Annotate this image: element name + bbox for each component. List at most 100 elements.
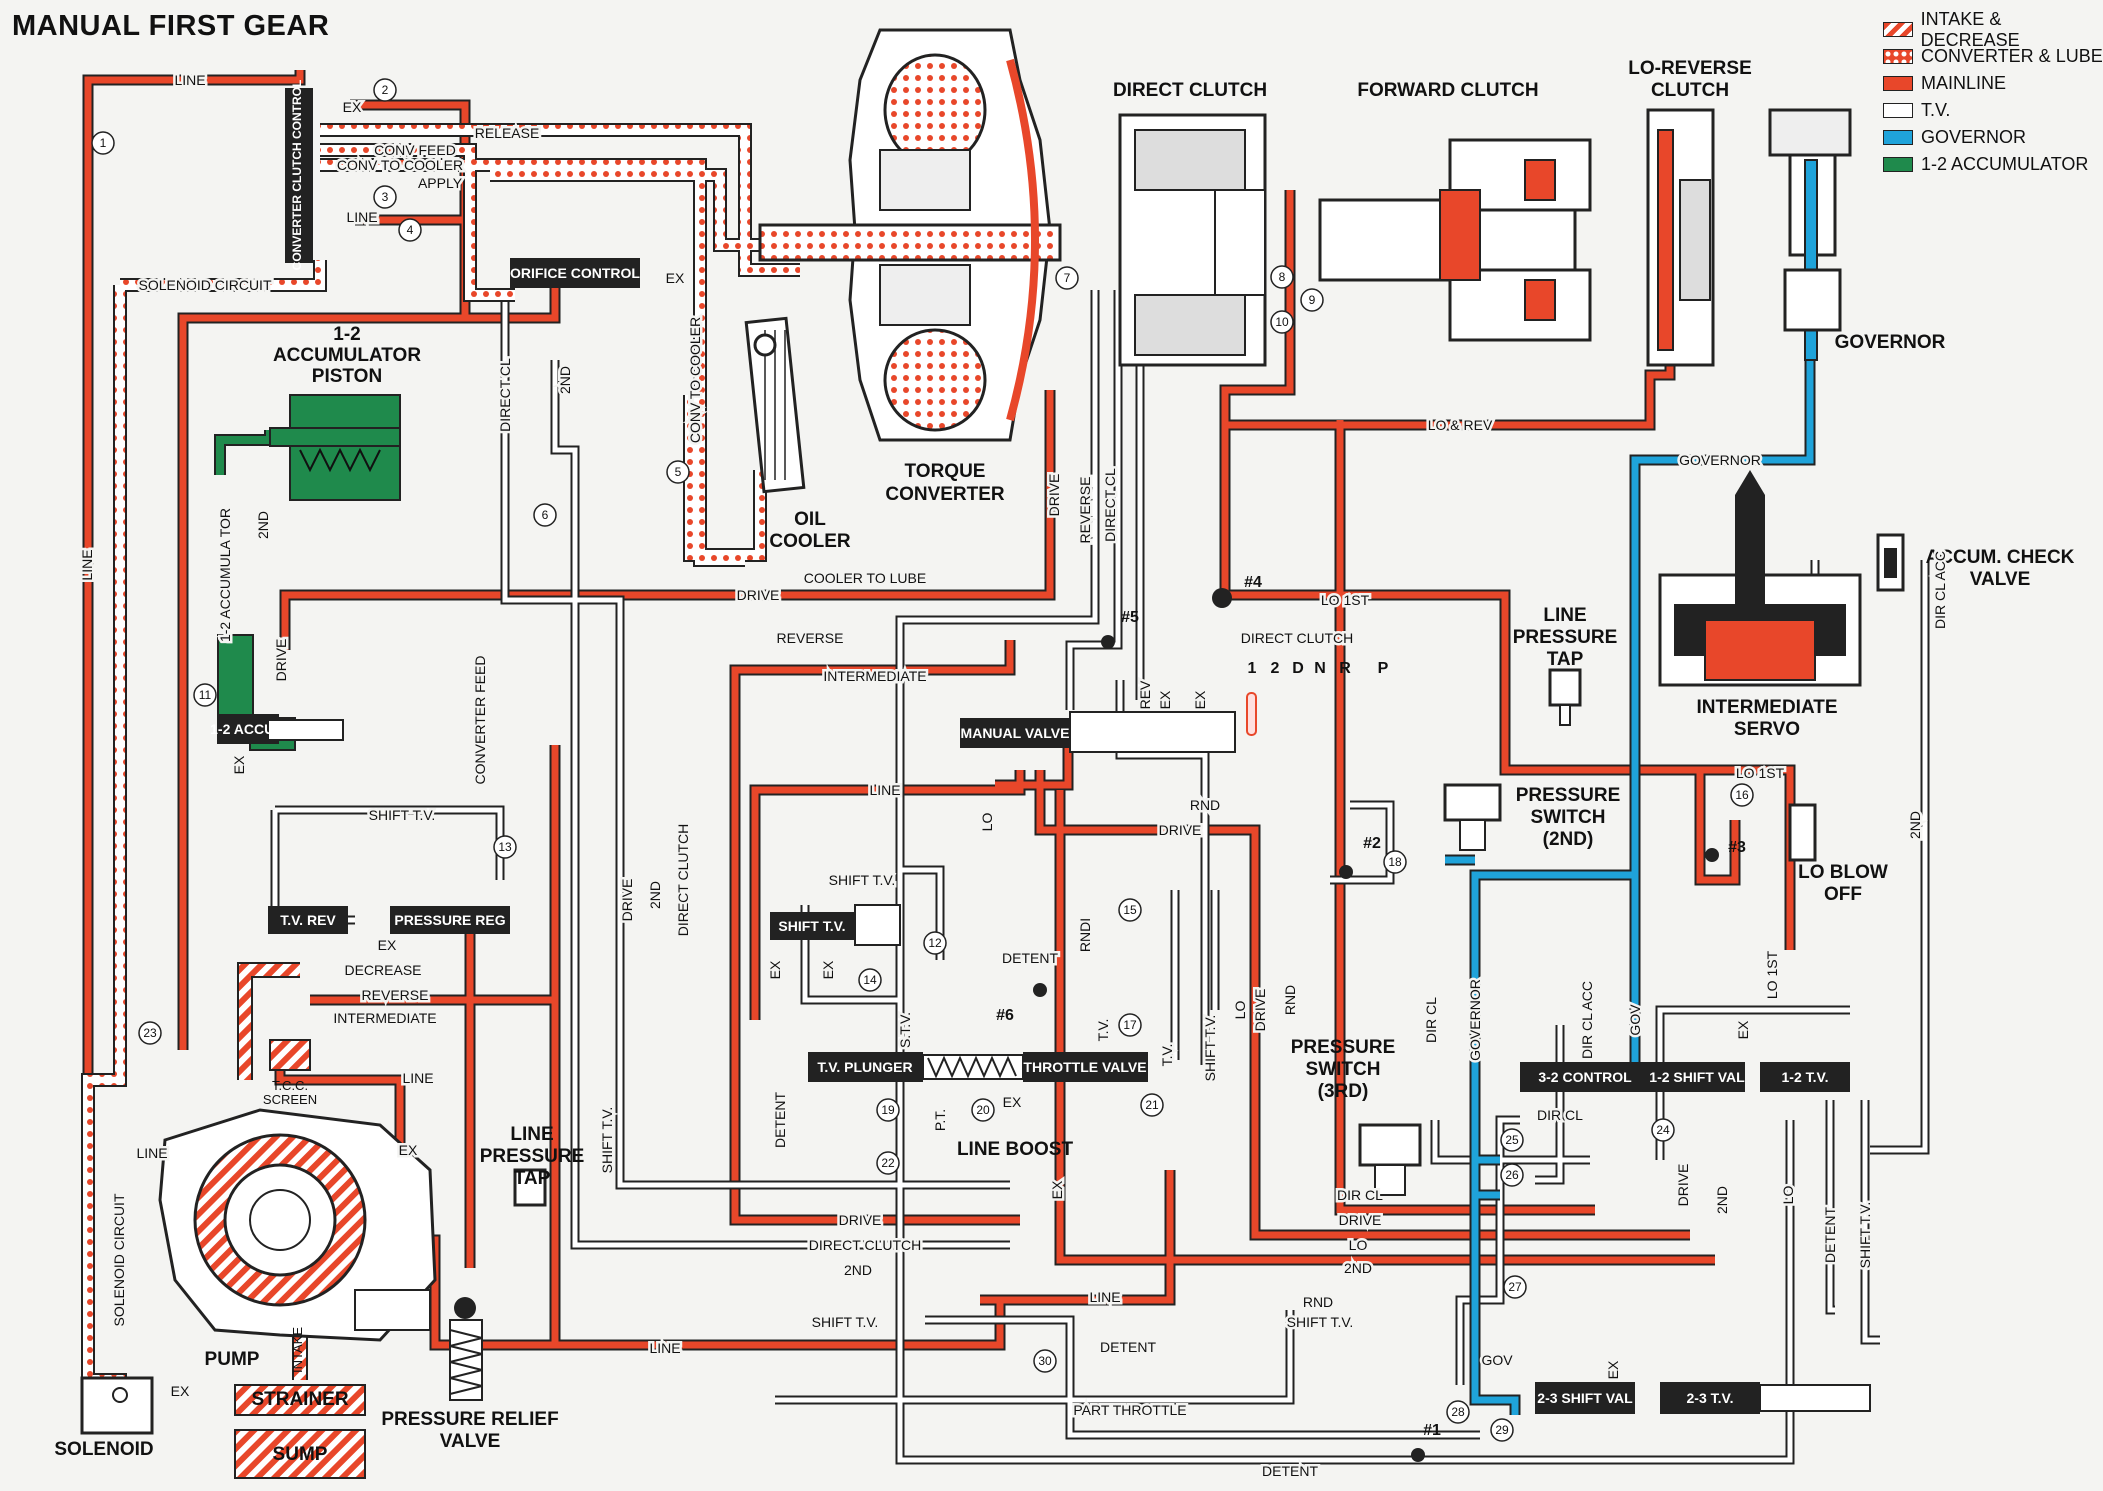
label-passage: LINE <box>402 1070 433 1086</box>
orifice-number: 3 <box>382 190 389 204</box>
forward-clutch-assembly <box>1318 138 1592 342</box>
selector-2: 2 <box>1271 660 1280 677</box>
label-shift-tv-valve: SHIFT T.V. <box>778 918 845 934</box>
label-passage: DRIVE <box>1252 989 1268 1032</box>
label-accum-check: ACCUM. CHECK <box>1926 547 2075 568</box>
label-passage: EX <box>767 960 783 979</box>
label-passage: SHIFT T.V. <box>1857 1202 1873 1269</box>
label-passage: LINE <box>1089 1289 1120 1305</box>
label-passage: INTERMEDIATE <box>333 1010 436 1026</box>
label-passage: DIR CL ACC <box>1579 981 1595 1059</box>
label-passage: DIR CL <box>1337 1187 1383 1203</box>
accumulator-piston-body <box>289 394 401 501</box>
orifice-number: 16 <box>1735 788 1749 802</box>
label-pressure-reg: PRESSURE REG <box>394 912 505 928</box>
label-passage: PART THROTTLE <box>1073 1402 1186 1418</box>
orifice-number: 28 <box>1451 1405 1465 1419</box>
label-intermediate: INTERMEDIATE <box>1696 697 1837 718</box>
label-shift-2-3: 2-3 SHIFT VAL <box>1537 1390 1633 1406</box>
selector-1: 1 <box>1248 660 1257 677</box>
label-passage: RELEASE <box>475 125 540 141</box>
label-sump: SUMP <box>273 1444 328 1465</box>
orifice-number: 5 <box>675 465 682 479</box>
legend-label: MAINLINE <box>1921 73 2007 93</box>
selector-p: P <box>1378 660 1389 677</box>
label-passage: INTERMEDIATE <box>823 668 926 684</box>
label-passage: LO 1ST <box>1764 950 1780 999</box>
label-passage: 2ND <box>844 1262 872 1278</box>
label-passage: LINE <box>346 209 377 225</box>
label-passage: DRIVE <box>839 1212 882 1228</box>
pump-assembly <box>158 1108 437 1342</box>
label-oil: OIL <box>794 509 826 530</box>
legend-label: T.V. <box>1921 100 1951 120</box>
legend-item-governor: GOVERNOR <box>1883 124 2103 151</box>
label-passage: RNDI <box>1077 918 1093 952</box>
orifice-number: 10 <box>1275 315 1289 329</box>
orifice-number: 1 <box>100 136 107 150</box>
orifice-circle <box>1730 783 1754 807</box>
label-passage: SHIFT T.V. <box>599 1107 615 1174</box>
label-passage: DIR CL <box>1423 997 1439 1043</box>
label-passage: LINE <box>649 1340 680 1356</box>
orifice-circle <box>1651 1118 1675 1142</box>
orifice-circle <box>876 1098 900 1122</box>
intermediate-servo <box>1658 470 1862 687</box>
label-passage: 2ND <box>1714 1186 1730 1214</box>
selector-d: D <box>1292 660 1304 677</box>
label-passage: DRIVE <box>1046 474 1062 517</box>
checkball-4: #4 <box>1244 574 1262 591</box>
label-passage: RND <box>1190 797 1220 813</box>
label-passage: DIRECT CLUTCH <box>1241 630 1354 646</box>
orifice-circle <box>373 185 397 209</box>
orifice-circle <box>1055 266 1079 290</box>
label-passage: 2ND <box>255 511 271 539</box>
orifice-circle <box>1118 1013 1142 1037</box>
label-accumulator: ACCUMULATOR <box>273 345 421 366</box>
label-torque: TORQUE <box>905 461 986 482</box>
label-tv-2-3: 2-3 T.V. <box>1687 1390 1734 1406</box>
label-passage: EX <box>1192 690 1208 709</box>
label-passage: DETENT <box>1262 1463 1318 1479</box>
label-passage: EX <box>820 960 836 979</box>
label-passage: SHIFT T.V. <box>812 1314 879 1330</box>
label-passage: DETENT <box>772 1092 788 1148</box>
shift-tv-valve <box>770 912 855 940</box>
orifice-number: 8 <box>1279 270 1286 284</box>
label-passage: LINE <box>869 782 900 798</box>
tv-1-2-valve <box>1760 1062 1850 1092</box>
orifice-circle <box>398 218 422 242</box>
label-lo-blow: LO BLOW <box>1798 862 1888 883</box>
orifice-number: 9 <box>1309 293 1316 307</box>
legend-swatch-tv <box>1883 103 1913 118</box>
label-throttle-valve: THROTTLE VALVE <box>1023 1059 1146 1075</box>
label-cooler: COOLER <box>769 531 851 552</box>
label-off: OFF <box>1824 884 1862 905</box>
label-tap: TAP <box>1547 649 1584 670</box>
orifice-number: 12 <box>928 936 942 950</box>
strainer <box>234 1384 366 1416</box>
checkball-1: #1 <box>1423 1422 1441 1439</box>
label-passage: LINE <box>136 1145 167 1161</box>
orifice-circle <box>1490 1418 1514 1442</box>
checkballs <box>1033 588 1719 1462</box>
label-ps3-3rd: (3RD) <box>1318 1081 1369 1102</box>
tv-rev-valve <box>268 906 348 934</box>
label-orifice-control: ORIFICE CONTROL <box>510 265 640 281</box>
orifice-number: 4 <box>407 223 414 237</box>
orifice-circle <box>858 968 882 992</box>
label-passage: DIRECT CLUTCH <box>675 824 691 937</box>
label-passage: SHIFT T.V. <box>829 872 896 888</box>
orifice-circle <box>1300 288 1324 312</box>
label-passage: 2ND <box>1344 1260 1372 1276</box>
legend-item-intake: INTAKE & DECREASE <box>1883 9 2103 50</box>
selector-n: N <box>1314 660 1326 677</box>
label-tap-b: TAP <box>514 1168 551 1189</box>
orifice-circle <box>1140 1093 1164 1117</box>
label-ps3-switch: SWITCH <box>1306 1059 1381 1080</box>
component-labels: DIRECT CLUTCH FORWARD CLUTCH LO-REVERSE … <box>54 58 2074 1465</box>
label-passage: EX <box>1605 1360 1621 1379</box>
tv-2-3-valve <box>1660 1382 1760 1414</box>
label-intake: INTAKE <box>290 1327 305 1373</box>
label-passage: DETENT <box>1822 1207 1838 1263</box>
